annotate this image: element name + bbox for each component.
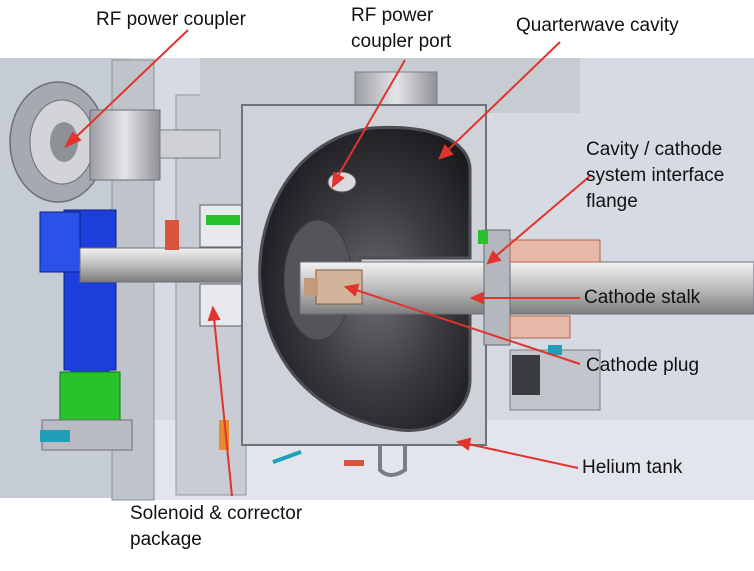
motor-cyan-foot <box>40 430 70 442</box>
solenoid-green-coil <box>206 215 240 225</box>
cathode-stalk-tube <box>299 261 754 315</box>
rf-coupler-flange <box>89 109 161 181</box>
arrowhead-rf-power-coupler <box>63 131 82 149</box>
callout-arrows <box>63 29 591 497</box>
solenoid-red-wire <box>165 220 179 250</box>
arrowhead-rf-coupler-port <box>331 171 345 189</box>
bottom-cyan-rod <box>272 449 302 465</box>
blue-actuator-arm <box>39 211 81 273</box>
solenoid-upper <box>199 204 247 248</box>
label-quarterwave-cavity: Quarterwave cavity <box>516 15 679 36</box>
label-helium-tank: Helium tank <box>582 457 683 478</box>
arrow-rf-power-coupler <box>74 29 189 139</box>
label-cathode-stalk: Cathode stalk <box>584 287 701 308</box>
solenoid-lower <box>199 283 247 327</box>
bellows-lower <box>509 315 571 339</box>
arrow-quarterwave-cavity <box>447 41 561 151</box>
arrowhead-helium-tank <box>455 437 472 451</box>
arrow-rf-coupler-port <box>337 59 406 177</box>
rf-coupler-line <box>159 129 221 159</box>
arrow-helium-tank <box>467 443 579 469</box>
green-motor <box>59 371 121 421</box>
arrow-solenoid <box>213 317 233 497</box>
arrow-interface-flange <box>495 175 591 257</box>
interface-green <box>478 230 488 244</box>
bottom-red-bit <box>344 460 364 466</box>
bellows-upper <box>509 239 601 263</box>
arrowhead-quarterwave-cavity <box>438 144 454 160</box>
label-solenoid-line1: Solenoid & corrector <box>130 503 303 524</box>
quarterwave-cavity-shell <box>258 125 472 432</box>
label-rf-power-coupler: RF power coupler <box>96 9 246 30</box>
label-interface-line3: flange <box>586 191 638 212</box>
arrowhead-cathode-stalk <box>469 291 484 305</box>
label-rf-coupler-port-line1: RF power <box>351 5 434 26</box>
right-dark-block <box>512 355 540 395</box>
rf-coupler-disk-hub <box>50 122 78 162</box>
arrow-cathode-plug <box>355 289 581 365</box>
label-interface-line2: system interface <box>586 165 725 186</box>
label-solenoid-line2: package <box>130 529 202 550</box>
label-rf-coupler-port-line2: coupler port <box>351 31 452 52</box>
cathode-plug-tip <box>304 278 318 296</box>
arrowhead-interface-flange <box>486 250 502 265</box>
solenoid-orange-bit <box>219 420 229 450</box>
arrowhead-solenoid <box>207 305 221 322</box>
right-cyan-piece <box>548 345 562 355</box>
arrowhead-cathode-plug <box>343 283 360 297</box>
label-cathode-plug: Cathode plug <box>586 355 700 376</box>
cavity-coupler-port-hole <box>327 171 357 193</box>
label-interface-line1: Cavity / cathode <box>586 139 723 160</box>
bottom-pipe <box>378 445 407 477</box>
interface-flange <box>483 229 511 346</box>
